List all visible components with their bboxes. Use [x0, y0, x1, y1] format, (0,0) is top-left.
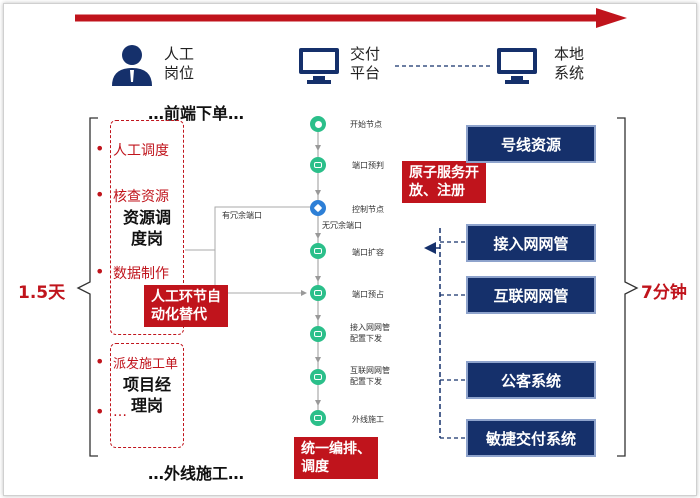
manual-item: 数据制作	[113, 266, 169, 282]
step-start-icon	[310, 116, 326, 132]
step-label: 接入网网管 配置下发	[350, 323, 390, 343]
atomic-service-label: 原子服务开 放、注册	[402, 161, 486, 203]
bullet: •	[95, 352, 105, 371]
top-note: …前端下单…	[148, 104, 245, 123]
automation-replace-label: 人工环节自 动化替代	[144, 285, 228, 327]
unified-orchestration-label: 统一编排、 调度	[294, 437, 378, 479]
step-icon	[310, 243, 326, 259]
role-resource-dispatch: 资源调 度岗	[122, 208, 171, 248]
step-label: 互联网网管 配置下发	[350, 366, 390, 386]
local-system-icon	[495, 46, 539, 86]
system-internet-nms: 互联网网管	[466, 276, 596, 314]
step-label: 端口预占	[352, 290, 384, 299]
step-icon	[310, 410, 326, 426]
bottom-note: …外线施工…	[148, 464, 245, 483]
project-manager-box	[110, 343, 184, 448]
monitor-icon	[297, 46, 341, 86]
branch-no-label: 无冗余端口	[322, 221, 362, 230]
system-agile-delivery: 敏捷交付系统	[466, 419, 596, 457]
manual-item: 核查资源	[113, 189, 169, 205]
left-time: 1.5天	[18, 283, 66, 303]
right-role-label: 本地 系统	[554, 45, 585, 82]
bullet: •	[95, 402, 105, 421]
step-label: 开始节点	[350, 120, 382, 129]
step-icon	[310, 285, 326, 301]
center-role-label: 交付 平台	[350, 45, 381, 82]
left-bracket	[76, 117, 98, 457]
step-label: 端口扩容	[352, 248, 384, 257]
branch-yes-label: 有冗余端口	[222, 211, 262, 220]
manual-item: 人工调度	[113, 143, 169, 159]
step-label: 控制节点	[352, 205, 384, 214]
left-role-label: 人工 岗位	[164, 45, 195, 82]
person-icon	[108, 42, 156, 86]
step-icon	[310, 157, 326, 173]
step-icon	[310, 369, 326, 385]
step-label: 端口预判	[352, 161, 384, 170]
bullet: •	[95, 185, 105, 204]
bullet: •	[95, 262, 105, 281]
resource-dispatch-box	[110, 120, 184, 335]
step-label: 外线施工	[352, 415, 384, 424]
control-node-icon	[310, 200, 326, 216]
manual-item: …	[113, 404, 127, 420]
step-icon	[310, 326, 326, 342]
system-public-customer: 公客系统	[466, 361, 596, 399]
bullet: •	[95, 139, 105, 158]
diagram-frame	[3, 3, 697, 496]
manual-item: 派发施工单	[113, 357, 179, 372]
right-time: 7分钟	[641, 283, 687, 303]
system-access-nms: 接入网网管	[466, 224, 596, 262]
system-number-resource: 号线资源	[466, 125, 596, 163]
right-bracket	[617, 117, 639, 457]
role-project-manager: 项目经 理岗	[122, 375, 171, 415]
